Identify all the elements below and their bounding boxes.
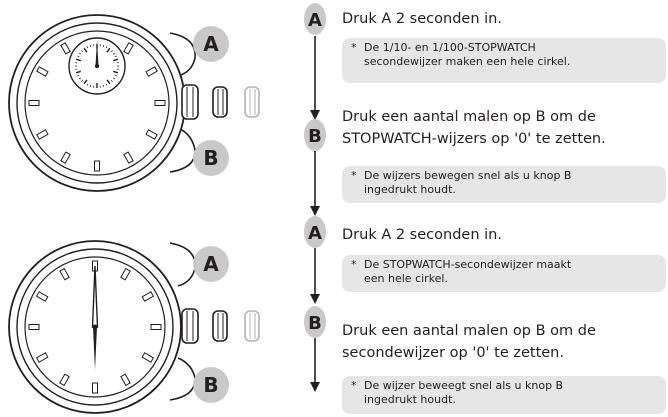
subdial-tick: [75, 58, 82, 62]
subdial-tick: [114, 55, 117, 58]
subdial-tick: [86, 83, 89, 86]
top-watch-b-badge: B: [193, 140, 229, 176]
step-badge-3: A: [304, 216, 326, 248]
top-watch-crowns: [181, 84, 260, 120]
subdial-tick: [105, 83, 108, 86]
hour-marker: [141, 291, 155, 302]
step-3-note-marker: *: [351, 258, 357, 271]
hour-marker: [59, 373, 70, 387]
flow-arrow-1: [310, 110, 320, 120]
subdial-tick: [77, 55, 80, 58]
flow-arrow-3: [310, 294, 320, 304]
step-4-text: Druk een aantal malen op B om de seconde…: [342, 323, 596, 361]
flow-column: A B A B: [304, 3, 326, 392]
subdial-tick: [89, 84, 92, 88]
top-watch-a-badge: A: [193, 26, 229, 62]
step-2-note-text: De wijzers bewegen snel als u knop B ing…: [364, 169, 572, 196]
top-watch-a-label: A: [203, 32, 219, 56]
hour-marker: [120, 267, 131, 281]
subdial-tick: [112, 77, 116, 80]
subdial-tick: [83, 79, 88, 85]
subdial-tick: [78, 77, 82, 80]
step-badge-1-label: A: [308, 10, 322, 31]
top-watch-subdial-ticks: [75, 44, 119, 88]
hour-marker: [141, 352, 155, 363]
hour-marker: [28, 324, 40, 330]
hour-marker: [60, 42, 71, 55]
bottom-watch-b-badge: B: [193, 367, 229, 403]
hour-marker: [94, 160, 100, 172]
subdial-tick: [106, 47, 111, 53]
top-watch-b-label: B: [203, 146, 218, 170]
step-3-note-text: De STOPWATCH-secondewijzer maakt een hel…: [364, 258, 572, 285]
hour-marker: [60, 151, 71, 164]
subdial-tick: [110, 50, 113, 53]
step-badge-2-label: B: [308, 126, 322, 147]
subdial-tick: [81, 79, 84, 82]
step-2-note: * De wijzers bewegen snel als u knop B i…: [342, 166, 666, 203]
subdial-tick: [110, 79, 113, 82]
step-badge-1: A: [304, 3, 326, 35]
subdial-tick: [102, 84, 105, 88]
subdial-tick: [75, 70, 82, 74]
step-badge-3-label: A: [308, 223, 322, 244]
subdial-tick: [83, 47, 88, 53]
hour-marker: [123, 151, 134, 164]
subdial-tick: [78, 52, 82, 55]
step-2-note-marker: *: [351, 169, 357, 182]
bottom-watch: A B: [8, 240, 260, 414]
bottom-watch-second-hand-tail: [93, 327, 97, 370]
subdial-tick: [112, 58, 119, 62]
step-2-text: Druk een aantal malen op B om de STOPWAT…: [342, 109, 606, 147]
step-badge-4: B: [304, 306, 326, 338]
subdial-tick: [77, 74, 80, 77]
subdial-tick: [105, 46, 108, 49]
subdial-tick: [114, 74, 117, 77]
top-watch: A B: [8, 14, 260, 192]
bottom-watch-button-b: [169, 357, 196, 401]
hour-marker: [35, 291, 49, 302]
bottom-watch-a-label: A: [203, 252, 219, 276]
subdial-tick: [81, 50, 84, 53]
step-badge-4-label: B: [308, 313, 322, 334]
hour-marker: [145, 66, 158, 77]
step-3-note: * De STOPWATCH-secondewijzer maakt een h…: [342, 255, 666, 292]
step-4-note-text: De wijzer beweegt snel als u knop B inge…: [364, 379, 564, 406]
top-watch-dial: [24, 30, 170, 176]
subdial-tick: [112, 52, 116, 55]
step-4-note-marker: *: [351, 379, 357, 392]
subdial-tick: [89, 44, 92, 48]
hour-marker: [150, 324, 162, 330]
top-watch-hour-markers: [28, 42, 166, 172]
hour-marker: [36, 129, 49, 140]
step-badge-2: B: [304, 119, 326, 151]
step-4-note: * De wijzer beweegt snel als u knop B in…: [342, 376, 666, 414]
flow-arrow-2: [310, 206, 320, 216]
bottom-watch-button-a: [169, 242, 196, 287]
hour-marker: [145, 129, 158, 140]
step-1-note-marker: *: [351, 41, 357, 54]
hour-marker: [123, 42, 134, 55]
subdial-tick: [112, 70, 119, 74]
bottom-watch-b-label: B: [203, 373, 218, 397]
step-1-text: Druk A 2 seconden in.: [342, 11, 502, 27]
subdial-tick: [102, 44, 105, 48]
step-1-note: * De 1/10- en 1/100-STOPWATCH secondewij…: [342, 38, 666, 83]
hour-marker: [59, 267, 70, 281]
flow-arrow-4: [310, 382, 320, 392]
step-1-note-text: De 1/10- en 1/100-STOPWATCH secondewijze…: [364, 41, 571, 68]
hour-marker: [92, 382, 98, 394]
subdial-tick: [106, 79, 111, 85]
bottom-watch-crowns: [181, 308, 260, 344]
bottom-watch-a-badge: A: [193, 246, 229, 282]
hour-marker: [28, 100, 40, 106]
hour-marker: [36, 66, 49, 77]
subdial-tick: [86, 46, 89, 49]
hour-marker: [120, 373, 131, 387]
step-3-text: Druk A 2 seconden in.: [342, 227, 502, 243]
top-watch-subdial-hand: [95, 40, 99, 66]
hour-marker: [35, 352, 49, 363]
hour-marker: [154, 100, 166, 106]
